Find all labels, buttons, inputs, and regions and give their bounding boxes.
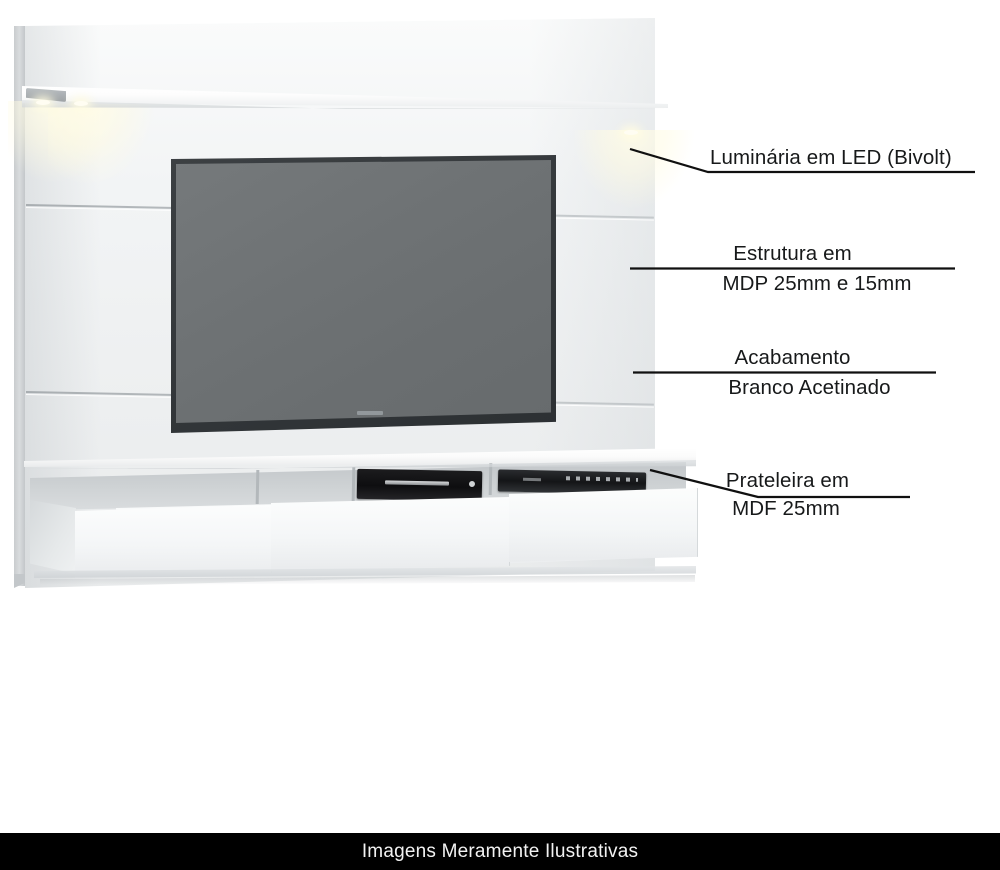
niche-divider-1 (255, 469, 260, 505)
led-light-1 (36, 100, 50, 105)
callout-acabamento-line-1: Acabamento (734, 346, 851, 369)
shelf-bracket (26, 88, 66, 102)
disclaimer-text: Imagens Meramente Ilustrativas (361, 840, 639, 862)
callout-luminaria-line-1: Luminária em LED (Bivolt) (710, 146, 952, 169)
drawer-unit-left-side (30, 500, 76, 574)
drawer-unit-shadow (40, 575, 695, 585)
disclaimer-banner: Imagens Meramente Ilustrativas (0, 833, 1000, 870)
game-console-power-button (468, 480, 476, 488)
drawer-front-3 (509, 488, 698, 562)
led-light-2 (74, 101, 88, 106)
callout-prateleira-line-2: MDF 25mm (732, 497, 840, 520)
led-light-3 (624, 130, 638, 135)
drawer-front-1 (75, 505, 272, 578)
niche-divider-3 (488, 462, 493, 496)
callout-estrutura-line-1: Estrutura em (733, 242, 852, 265)
callout-estrutura-line-2: MDP 25mm e 15mm (722, 272, 912, 295)
dvd-player-display (522, 477, 542, 482)
niche-divider-2 (351, 466, 356, 502)
television-brand-logo (357, 411, 383, 415)
drawer-front-2 (271, 497, 510, 571)
callout-prateleira-line-1: Prateleira em (725, 469, 850, 492)
television-screen (176, 160, 551, 423)
product-image (0, 0, 700, 620)
callout-acabamento-line-2: Branco Acetinado (728, 376, 891, 399)
panel-left-side-edge (14, 26, 26, 586)
